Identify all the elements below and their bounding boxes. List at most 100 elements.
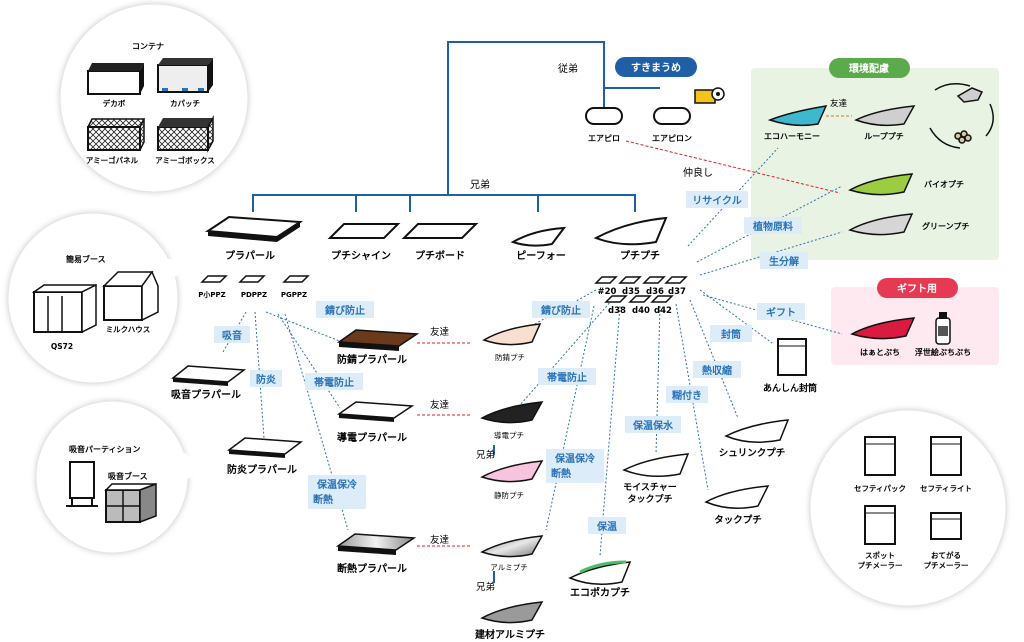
airpillow-label: エアピロ xyxy=(588,133,620,143)
ecopoka-icon xyxy=(568,561,632,585)
safety-light-icon xyxy=(930,436,962,476)
family-tree-lines xyxy=(252,41,660,583)
qs72-icon xyxy=(31,283,97,334)
greenpuchi-icon xyxy=(848,213,914,236)
otegaru-mailer-label-1: おてがる xyxy=(931,550,961,560)
puchipuchi-label: プチプチ xyxy=(620,249,660,262)
biopuchi-label: バイオプチ xyxy=(924,179,964,189)
douden-pura-label: 導電プラパール xyxy=(337,431,407,444)
container-bubble: コンテナ デカボ カパッチ アミーゴパネル アミーゴボックス xyxy=(59,3,249,193)
alumi-puchi-label: アルミプチ xyxy=(490,563,527,572)
gift-badge xyxy=(877,278,958,298)
bousei-puchi-icon xyxy=(482,323,542,346)
milkhouse-label: ミルクハウス xyxy=(106,324,151,334)
airpillow-icon xyxy=(585,107,623,125)
tack-label: タックプチ xyxy=(714,514,762,526)
kankyo-badge-label: 環境配慮 xyxy=(849,62,889,75)
purapearl-icon xyxy=(205,215,304,242)
amigo-box-label: アミーゴボックス xyxy=(155,155,215,165)
bouen-pura-label: 防炎プラパール xyxy=(227,463,297,476)
amigo-panel-icon xyxy=(86,118,146,151)
gift-badge-label: ギフト用 xyxy=(897,282,937,295)
relation-buddy: 仲良し xyxy=(683,166,713,179)
grade-d38: d38 xyxy=(608,306,626,316)
puchiboard-label: プチボード xyxy=(415,249,465,262)
tack-icon xyxy=(704,485,770,509)
feat-insul-1a: 保温保冷 xyxy=(554,452,595,465)
feat-sound: 吸音 xyxy=(222,329,242,342)
douden-puchi-label: 導電プチ xyxy=(494,430,524,440)
puchipuchi-icon xyxy=(593,216,668,246)
pifor-label: ピーフォー xyxy=(516,250,565,262)
shrink-icon xyxy=(724,419,790,443)
amigo-panel-label: アミーゴパネル xyxy=(86,155,139,165)
grade-d36: d36 xyxy=(646,287,664,297)
feat-insul-2a: 保温保冷 xyxy=(316,478,357,491)
airpillon-label: エアピロン xyxy=(652,133,692,143)
purapearl-label: プラパール xyxy=(225,249,275,262)
grade-d35: d35 xyxy=(622,287,640,297)
milkhouse-icon xyxy=(102,270,159,322)
feat-insul-2b: 断熱 xyxy=(313,493,333,506)
partition-title: 吸音パーティション xyxy=(69,444,141,454)
relation-brother-3: 兄弟 xyxy=(476,581,495,593)
relation-friend-3: 友達 xyxy=(430,534,450,546)
relation-friend-2: 友達 xyxy=(430,399,450,411)
hatoputi-icon xyxy=(850,317,916,340)
relation-younger: 従弟 xyxy=(558,62,578,75)
feat-glue: 糊付き xyxy=(672,389,702,402)
feat-rust-1: 錆び防止 xyxy=(325,304,365,317)
feat-recycle: リサイクル xyxy=(692,195,742,207)
dekabo-icon xyxy=(87,63,144,95)
seibo-puchi-label: 静防プチ xyxy=(494,490,524,500)
feat-rust-2: 錆び防止 xyxy=(541,304,581,317)
feat-fire: 防炎 xyxy=(256,373,276,386)
booth-title: 簡易ブース xyxy=(66,254,106,264)
dannetsu-pura-icon xyxy=(335,533,417,555)
anshin-label: あんしん封筒 xyxy=(763,382,817,394)
puchishine-label: プチシャイン xyxy=(331,249,391,262)
grade-d40: d40 xyxy=(632,306,650,316)
puchiboard-icon xyxy=(401,223,479,239)
kenzai-label: 建材アルミプチ xyxy=(474,628,545,641)
ppz3-label: PGPPZ xyxy=(281,291,307,299)
moist-icon xyxy=(622,453,690,477)
puchishine-icon xyxy=(327,223,401,239)
ppz2-label: PDPPZ xyxy=(241,291,267,299)
bousei-pura-icon xyxy=(336,329,420,351)
amigo-box-icon xyxy=(157,115,214,153)
qs72-label: QS72 xyxy=(51,342,73,351)
ukiyoe-bottle-icon xyxy=(935,312,951,345)
safety-pack-label: セフティパック xyxy=(854,483,906,493)
bouen-pura-icon xyxy=(226,437,304,458)
looppuchi-icon xyxy=(854,105,916,127)
spot-mailer-label-1: スポット xyxy=(865,550,895,560)
safety-light-label: セフティライト xyxy=(920,484,972,493)
feat-insul-1b: 断熱 xyxy=(551,467,571,480)
friend-lines xyxy=(417,115,852,547)
relation-friend-eco: 友達 xyxy=(830,98,848,109)
feat-plant: 植物原料 xyxy=(752,220,793,233)
grade-d37: d37 xyxy=(668,287,686,297)
ppz1-label: P小PPZ xyxy=(198,290,225,299)
dannetsu-pura-label: 断熱プラパール xyxy=(337,562,407,575)
shrink-label: シュリンクプチ xyxy=(719,447,786,459)
partition-icon xyxy=(66,461,98,507)
feat-bio: 生分解 xyxy=(769,255,799,268)
ppz-chips xyxy=(200,275,310,283)
relation-brother-2: 兄弟 xyxy=(476,449,495,461)
otegaru-mailer-icon xyxy=(930,512,962,540)
otegaru-mailer-label-2: プチメーラー xyxy=(924,560,969,570)
ecopoka-label: エコポカプチ xyxy=(570,586,630,599)
kankyo-badge xyxy=(829,58,910,78)
feat-gift: ギフト xyxy=(766,306,796,319)
douden-puchi-icon xyxy=(480,401,544,424)
looppuchi-label: ループプチ xyxy=(864,131,904,141)
relation-friend-1: 友達 xyxy=(430,326,450,338)
pifor-icon xyxy=(510,226,567,247)
feat-heat-shrink: 熱収縮 xyxy=(702,364,732,377)
seibo-puchi-icon xyxy=(480,460,544,483)
machine-icon xyxy=(694,87,725,104)
feat-fuutou: 封筒 xyxy=(721,328,741,341)
ecoharmony-label: エコハーモニー xyxy=(764,132,820,141)
